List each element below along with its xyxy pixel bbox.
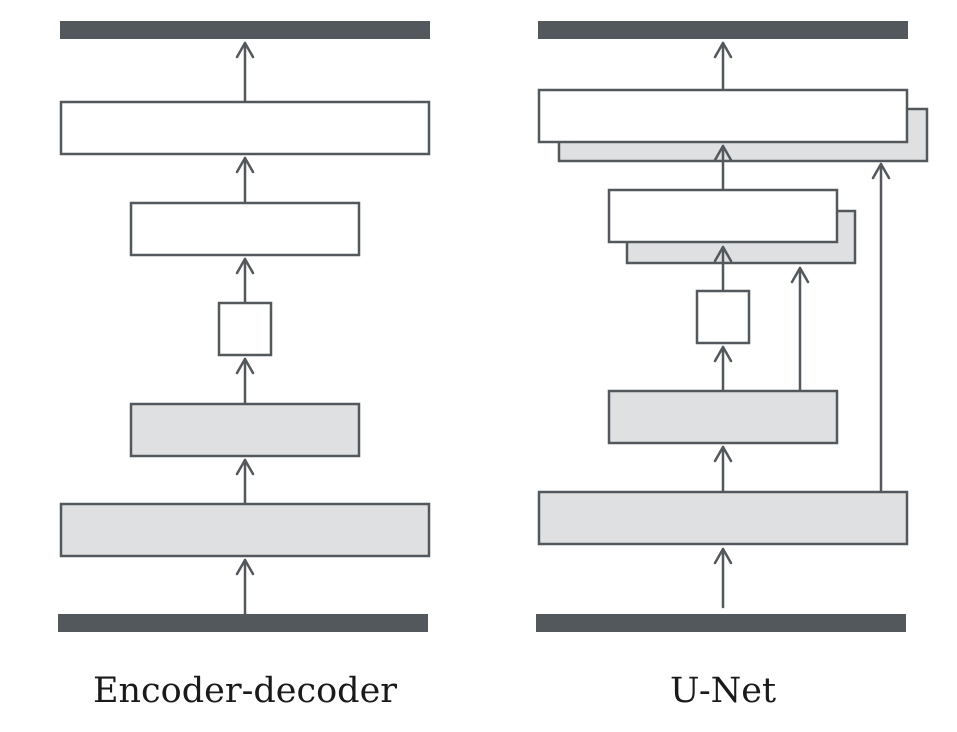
skip-connection-arrow-level-2 bbox=[790, 266, 810, 392]
unet-encoder-block-1 bbox=[537, 490, 909, 546]
output-bar bbox=[60, 21, 430, 39]
unet-arrow-input-to-encoder1 bbox=[713, 547, 733, 609]
encoder-decoder-caption: Encoder-decoder bbox=[92, 671, 398, 711]
arrow-decoder2-to-output bbox=[235, 41, 255, 103]
unet-output-bar bbox=[538, 21, 908, 39]
unet-diagram bbox=[536, 21, 929, 632]
unet-arrow-decoder2-to-output bbox=[713, 41, 733, 91]
decoder-block-2 bbox=[59, 100, 431, 156]
unet-bottleneck-block bbox=[695, 289, 751, 345]
encoder-block-1 bbox=[59, 502, 431, 558]
encoder-block-2 bbox=[129, 402, 361, 458]
unet-input-bar bbox=[536, 614, 906, 632]
decoder-block-1 bbox=[129, 201, 361, 257]
bottleneck-block bbox=[217, 301, 273, 357]
encoder-decoder-diagram bbox=[58, 21, 431, 632]
arrow-input-to-encoder1 bbox=[235, 558, 255, 616]
unet-arrow-encoder2-to-bottleneck bbox=[713, 345, 733, 392]
input-bar bbox=[58, 614, 428, 632]
unet-decoder-block-2 bbox=[537, 88, 909, 144]
unet-caption: U-Net bbox=[669, 671, 777, 711]
unet-arrow-encoder1-to-encoder2 bbox=[713, 445, 733, 493]
arrow-encoder2-to-bottleneck bbox=[235, 357, 255, 405]
unet-arrow-decoder1-to-decoder2 bbox=[713, 144, 733, 191]
unet-decoder-block-1 bbox=[607, 188, 839, 244]
skip-connection-arrow-level-1 bbox=[871, 162, 891, 493]
arrow-encoder1-to-encoder2 bbox=[235, 458, 255, 505]
arrow-decoder1-to-decoder2 bbox=[235, 156, 255, 204]
unet-arrow-bottleneck-to-decoder1 bbox=[713, 245, 733, 292]
arrow-bottleneck-to-decoder1 bbox=[235, 257, 255, 304]
unet-encoder-block-2 bbox=[607, 389, 839, 445]
